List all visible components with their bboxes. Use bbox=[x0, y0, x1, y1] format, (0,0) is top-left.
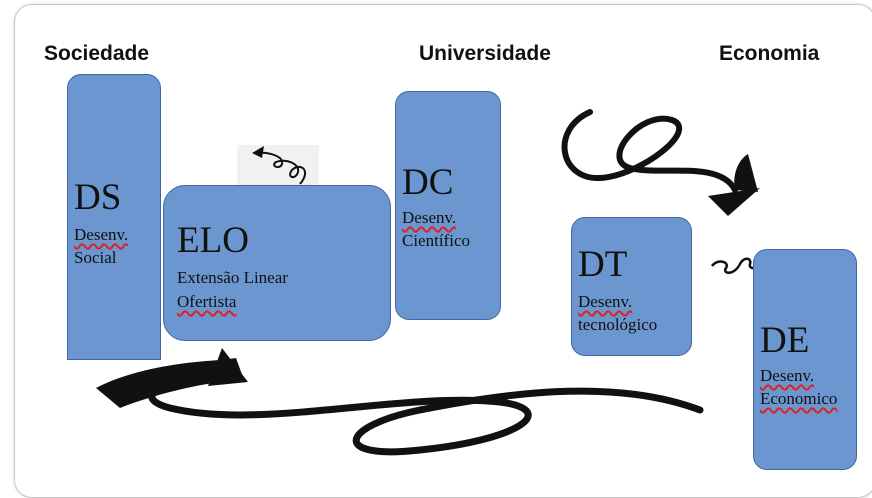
return-swoosh-arrow bbox=[148, 374, 704, 456]
heading-universidade: Universidade bbox=[419, 42, 551, 65]
box-ds: DS Desenv. Social bbox=[67, 74, 161, 360]
ds-line2: Social bbox=[74, 248, 117, 267]
elo-line2: Ofertista bbox=[177, 290, 236, 313]
dt-line1-text: Desenv. bbox=[578, 292, 633, 311]
box-dc: DC Desenv. Científico bbox=[395, 91, 501, 320]
de-line1-text: Desenv. bbox=[760, 366, 815, 385]
dc-abbr: DC bbox=[402, 162, 454, 203]
elo-line2-text: Ofertista bbox=[177, 292, 237, 311]
return-arrowhead bbox=[208, 348, 248, 386]
swoosh-arrow-body bbox=[734, 154, 758, 192]
heading-economia: Economia bbox=[719, 42, 820, 65]
curl-arrowhead bbox=[252, 146, 264, 158]
dt-abbr: DT bbox=[578, 244, 628, 285]
ds-line1-text: Desenv. bbox=[74, 225, 129, 244]
elo-line1: Extensão Linear bbox=[177, 268, 288, 287]
dc-line2: Científico bbox=[402, 231, 470, 250]
curl-arrow bbox=[257, 151, 306, 185]
ds-line1: Desenv. bbox=[74, 223, 128, 246]
dt-line2: tecnológico bbox=[578, 315, 658, 334]
box-elo: ELO Extensão Linear Ofertista bbox=[163, 185, 391, 341]
small-curl-arrow bbox=[711, 257, 767, 274]
dt-line1: Desenv. bbox=[578, 290, 632, 313]
swoosh-arrow-to-dt bbox=[561, 109, 738, 193]
de-line2: Economico bbox=[760, 387, 837, 410]
de-line2-text: Economico bbox=[760, 389, 838, 408]
box-de: DE Desenv. Economico bbox=[753, 249, 857, 470]
curl-arrow-background bbox=[237, 145, 319, 185]
de-line1: Desenv. bbox=[760, 364, 814, 387]
dc-line1-text: Desenv. bbox=[402, 208, 457, 227]
return-arrow-body bbox=[96, 358, 244, 408]
swoosh-arrowhead-to-dt bbox=[708, 188, 760, 216]
ds-abbr: DS bbox=[74, 177, 122, 218]
elo-abbr: ELO bbox=[177, 220, 249, 261]
de-abbr: DE bbox=[760, 320, 810, 361]
box-dt: DT Desenv. tecnológico bbox=[571, 217, 692, 356]
dc-line1: Desenv. bbox=[402, 206, 456, 229]
heading-sociedade: Sociedade bbox=[44, 42, 150, 65]
